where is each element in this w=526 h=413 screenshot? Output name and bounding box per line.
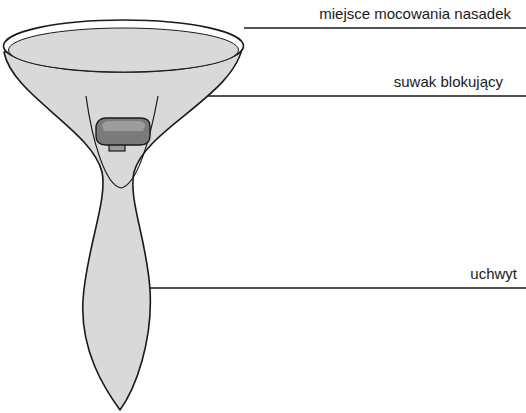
slider-recess <box>86 96 158 188</box>
leader-line <box>244 27 526 28</box>
part-label: uchwyt <box>469 265 518 283</box>
slider-highlight <box>102 121 145 131</box>
part-label: miejsce mocowania nasadek <box>318 5 512 23</box>
leader-line <box>150 287 526 288</box>
attachment-socket <box>9 28 239 72</box>
locking-slider <box>96 118 150 145</box>
part-label: suwak blokujący <box>393 73 504 91</box>
attachment-rim <box>4 20 244 72</box>
device-body <box>4 44 243 410</box>
